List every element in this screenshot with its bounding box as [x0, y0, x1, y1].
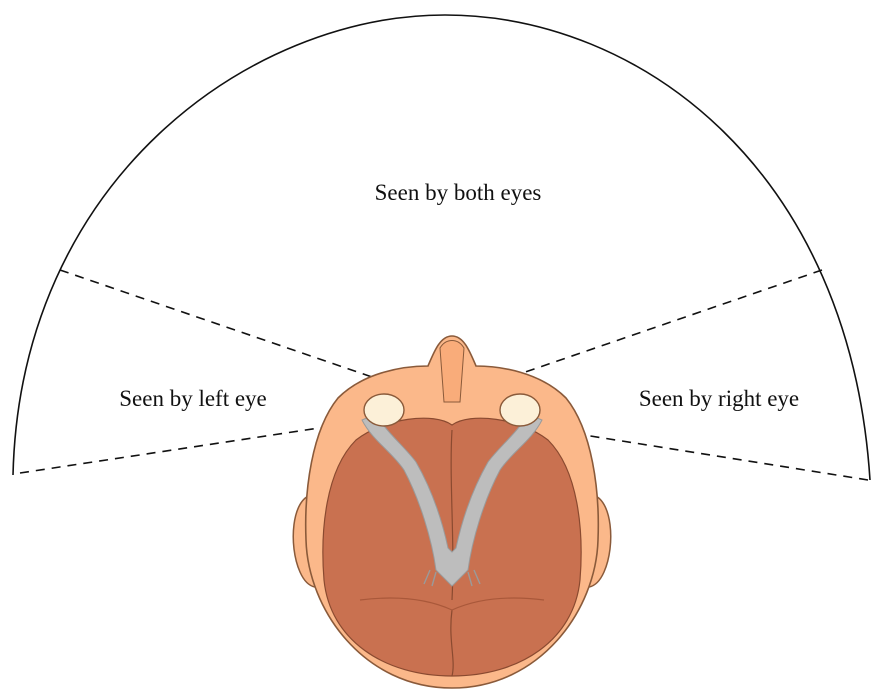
right-eye: [500, 394, 540, 426]
left-binocular-boundary: [60, 270, 375, 378]
brain: [323, 418, 581, 676]
label-both-eyes: Seen by both eyes: [375, 180, 542, 205]
label-left-eye: Seen by left eye: [119, 386, 267, 411]
left-eye: [364, 394, 404, 426]
label-right-eye: Seen by right eye: [639, 386, 799, 411]
head-top-view: [293, 336, 611, 688]
right-binocular-boundary: [508, 270, 822, 378]
nose: [440, 341, 464, 403]
